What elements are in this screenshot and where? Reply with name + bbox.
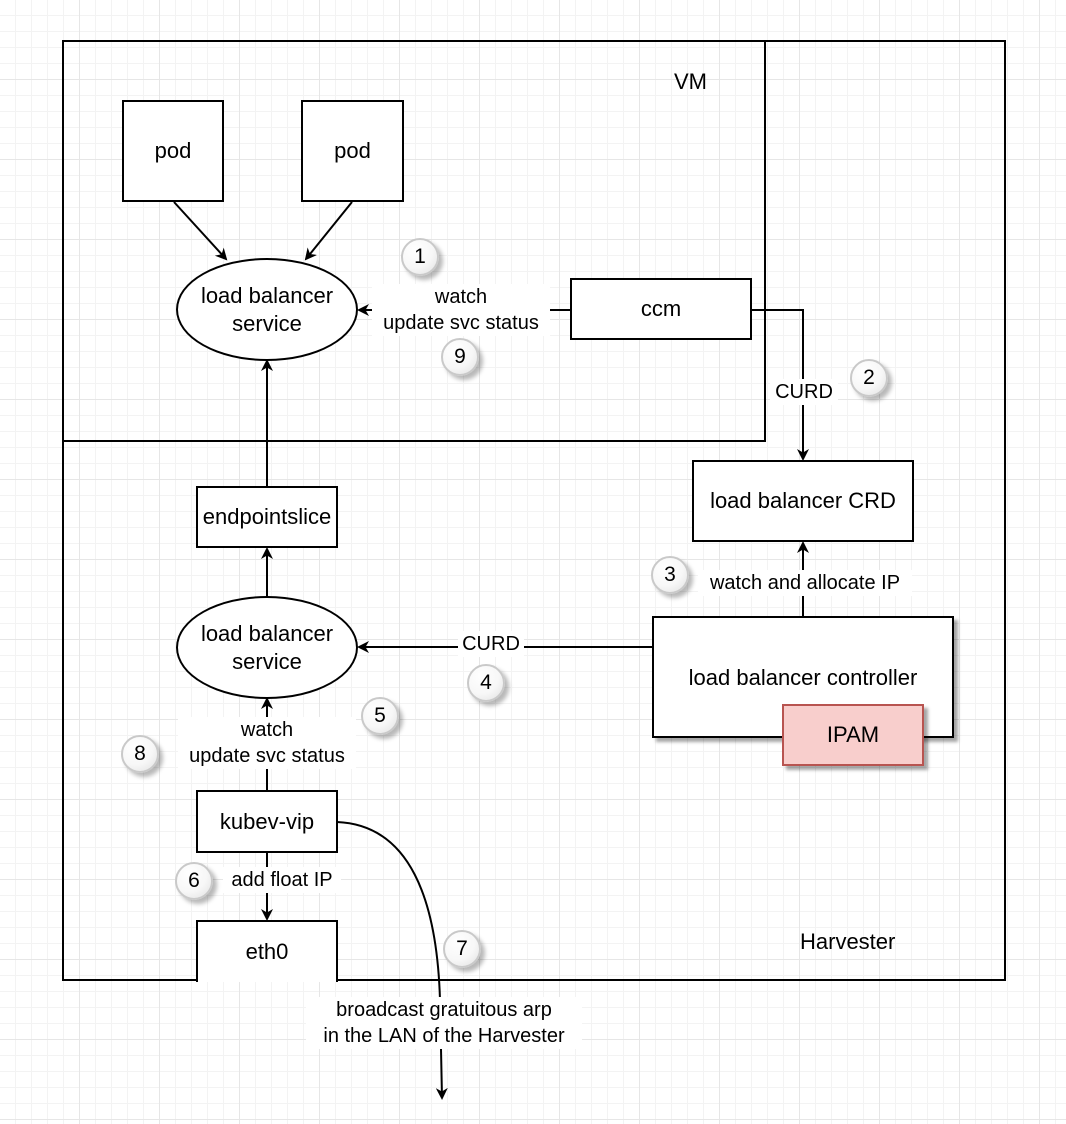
edge-label-vip-to-eth0: add float IP xyxy=(223,867,341,893)
eth0-box[interactable]: eth0 xyxy=(196,920,338,982)
ccm-label: ccm xyxy=(640,296,682,322)
step-badge-7: 7 xyxy=(443,930,481,968)
step-badge-9: 9 xyxy=(441,338,479,376)
kubev-vip-label: kubev-vip xyxy=(219,808,315,834)
vm-label: VM xyxy=(674,69,707,94)
pod-label-1: pod xyxy=(154,138,192,164)
edge-label-ccm-to-crd: CURD xyxy=(770,379,838,405)
vm-load-balancer-service[interactable]: load balancer service xyxy=(176,258,358,361)
step-badge-3: 3 xyxy=(651,556,689,594)
step-badge-5: 5 xyxy=(361,697,399,735)
edge-label-arp: broadcast gratuitous arp in the LAN of t… xyxy=(306,997,582,1049)
load-balancer-controller-label: load balancer controller xyxy=(688,665,918,690)
load-balancer-crd-box[interactable]: load balancer CRD xyxy=(692,460,914,542)
edge-label-vip-to-service: watch update svc status xyxy=(178,717,356,769)
edge-label-controller-to-crd: watch and allocate IP xyxy=(698,570,912,596)
ccm-box[interactable]: ccm xyxy=(570,278,752,340)
pod-label-2: pod xyxy=(334,138,371,164)
pod-box-2[interactable]: pod xyxy=(301,100,404,202)
load-balancer-crd-label: load balancer CRD xyxy=(710,488,896,514)
step-badge-1: 1 xyxy=(401,238,439,276)
harvester-label: Harvester xyxy=(800,929,896,954)
edge-label-controller-to-service: CURD xyxy=(458,631,524,657)
harvester-load-balancer-service-label: load balancer service xyxy=(200,621,334,674)
vm-load-balancer-service-label: load balancer service xyxy=(200,283,334,336)
edge-label-ccm-to-service: watch update svc status xyxy=(372,284,550,336)
step-badge-6: 6 xyxy=(175,862,213,900)
pod-box-1[interactable]: pod xyxy=(122,100,224,202)
endpointslice-box[interactable]: endpointslice xyxy=(196,486,338,548)
ipam-label: IPAM xyxy=(826,722,880,748)
ipam-box[interactable]: IPAM xyxy=(782,704,924,766)
harvester-load-balancer-service[interactable]: load balancer service xyxy=(176,596,358,699)
step-badge-2: 2 xyxy=(850,359,888,397)
kubev-vip-box[interactable]: kubev-vip xyxy=(196,790,338,853)
endpointslice-label: endpointslice xyxy=(202,504,332,530)
step-badge-8: 8 xyxy=(121,735,159,773)
step-badge-4: 4 xyxy=(467,664,505,702)
eth0-label: eth0 xyxy=(245,939,289,965)
vm-frame xyxy=(62,40,766,442)
